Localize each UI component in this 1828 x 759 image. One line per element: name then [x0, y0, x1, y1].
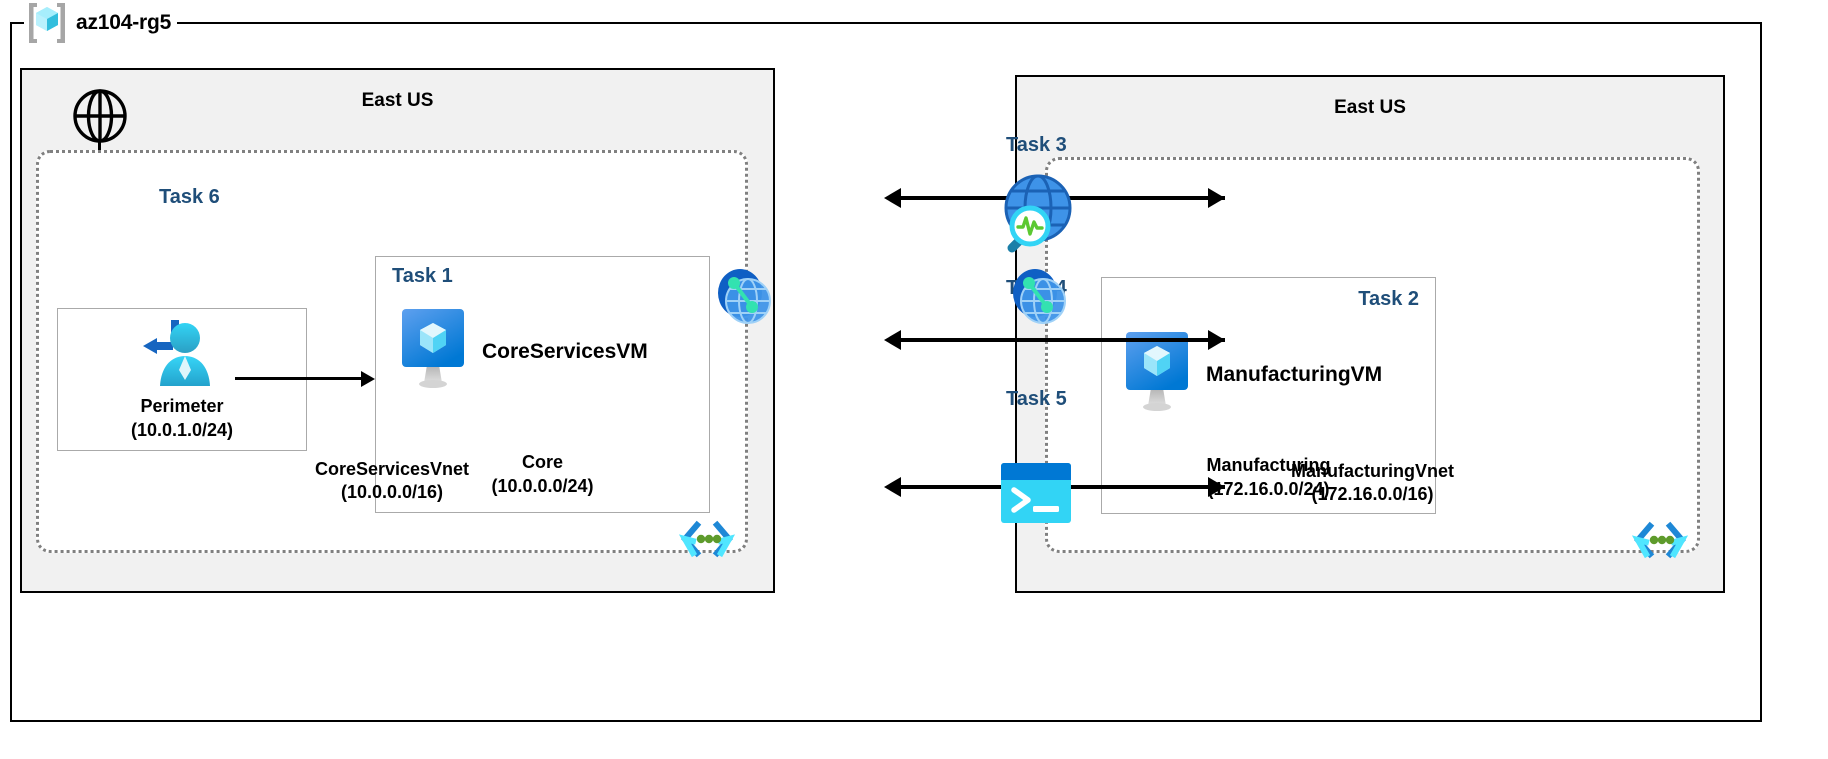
vnet-peering-icon-right [1009, 265, 1069, 334]
vnet-coreservicesvnet-name: CoreServicesVnet [314, 458, 470, 479]
subnet-manufacturing-label: Manufacturing (172.16.0.0/24) [1102, 454, 1435, 501]
vm-name-manufacturingvm: ManufacturingVM [1206, 362, 1383, 386]
globe-icon [72, 88, 128, 149]
cloud-shell-terminal-icon [1000, 462, 1072, 529]
region-title-left: East US [361, 90, 434, 111]
perimeter-to-core-line [235, 377, 363, 380]
task-label-2: Task 2 [1358, 288, 1419, 310]
subnet-manufacturing-name: Manufacturing [1206, 455, 1331, 476]
subnet-manufacturing: Task 2 [1101, 277, 1436, 514]
vnet-manufacturingvnet-label: ManufacturingVnet (172.16.0.0/16) [1048, 460, 1697, 506]
subnet-manufacturing-cidr: (172.16.0.0/24) [1207, 478, 1330, 499]
vnet-coreservicesvnet: Task 6 [36, 150, 748, 558]
subnet-core-label: Core (10.0.0.0/24) [376, 451, 709, 498]
task5-arrowhead-right [1208, 477, 1225, 497]
vnet-manufacturingvnet-cidr: (172.16.0.0/16) [1311, 483, 1434, 504]
subnet-code-brackets-icon [678, 519, 736, 564]
task5-arrowhead-left [884, 477, 901, 497]
vm-name-coreservicesvm: CoreServicesVM [482, 339, 648, 363]
vm-manufacturingvm: ManufacturingVM [1124, 330, 1382, 419]
vm-coreservicesvm: CoreServicesVM [400, 307, 648, 396]
subnet-perimeter-cidr: (10.0.1.0/24) [130, 419, 234, 440]
subnet-perimeter: Perimeter (10.0.1.0/24) [57, 308, 307, 451]
perimeter-to-core-arrowhead [361, 371, 375, 387]
subnet-perimeter-name: Perimeter [140, 396, 224, 417]
task3-arrowhead-left [884, 188, 901, 208]
subnet-perimeter-label: Perimeter (10.0.1.0/24) [58, 395, 306, 442]
virtual-machine-icon [1124, 330, 1190, 419]
subnet-core-name: Core [521, 452, 563, 473]
vnet-manufacturingvnet-name: ManufacturingVnet [1290, 460, 1454, 481]
vnet-coreservicesvnet-cidr: (10.0.0.0/16) [340, 481, 444, 502]
virtual-machine-icon [400, 307, 466, 396]
vnet-coreservicesvnet-label: CoreServicesVnet (10.0.0.0/16) [39, 458, 745, 504]
azure-resource-group-cube-icon [24, 1, 70, 45]
subnet-core: Task 1 [375, 256, 710, 513]
region-east-us-left: East US Task 6 [20, 68, 775, 593]
task4-connector-line [900, 338, 1225, 342]
vnet-manufacturingvnet: Task 2 [1045, 157, 1700, 559]
task-label-6: Task 6 [159, 186, 220, 208]
task3-arrowhead-right [1208, 188, 1225, 208]
resource-group-frame [10, 22, 1762, 722]
user-signin-icon [140, 316, 216, 399]
resource-group-title: az104-rg5 [24, 3, 178, 43]
region-title-right: East US [1334, 97, 1406, 118]
vnet-peering-icon-left [714, 265, 774, 334]
task-label-1: Task 1 [392, 265, 453, 287]
subnet-core-cidr: (10.0.0.0/24) [491, 475, 594, 496]
task4-arrowhead-left [884, 330, 901, 350]
task4-arrowhead-right [1208, 330, 1225, 350]
subnet-code-brackets-icon [1631, 520, 1689, 565]
network-watcher-globe-magnifier-icon [986, 170, 1078, 267]
task-label-5: Task 5 [1006, 388, 1067, 410]
task-label-3: Task 3 [1006, 134, 1067, 156]
region-east-us-right: East US Task 2 [1013, 75, 1725, 593]
resource-group-name: az104-rg5 [76, 11, 172, 34]
